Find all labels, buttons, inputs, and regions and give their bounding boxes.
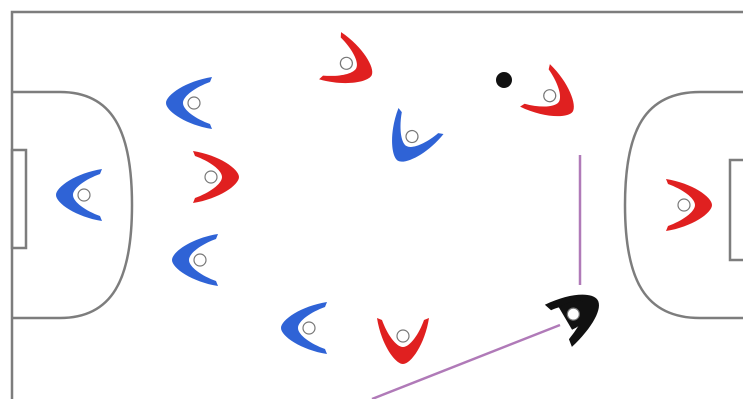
right-penalty-area <box>623 90 743 320</box>
player-blue-icon <box>56 169 102 221</box>
left-penalty-area <box>12 90 134 320</box>
player-red-3 <box>520 64 588 134</box>
left-goal <box>10 148 28 250</box>
ball-icon <box>496 72 512 88</box>
player-red-10 <box>377 318 429 364</box>
court-boundary <box>10 10 743 399</box>
player-red-7 <box>193 151 239 203</box>
court-lines <box>10 10 743 399</box>
player-red-icon <box>319 32 383 99</box>
player-red-icon <box>193 151 239 203</box>
player-red-1 <box>319 32 383 99</box>
player-blue-2 <box>166 77 212 129</box>
player-red-icon <box>377 318 429 364</box>
player-blue-4 <box>375 107 444 174</box>
referee <box>544 294 599 347</box>
player-blue-icon <box>281 302 327 354</box>
player-red-icon <box>666 179 712 231</box>
player-blue-icon <box>166 77 212 129</box>
player-blue-icon <box>172 234 218 286</box>
referee-path-diagonal <box>371 323 561 399</box>
referee-icon <box>544 294 599 347</box>
player-blue-5 <box>56 169 102 221</box>
movement-paths <box>371 155 582 399</box>
player-red-11 <box>666 179 712 231</box>
players-layer <box>56 32 712 364</box>
player-red-icon <box>520 64 588 134</box>
player-blue-6 <box>172 234 218 286</box>
right-goal <box>728 158 743 262</box>
player-blue-icon <box>375 107 444 174</box>
player-blue-9 <box>281 302 327 354</box>
